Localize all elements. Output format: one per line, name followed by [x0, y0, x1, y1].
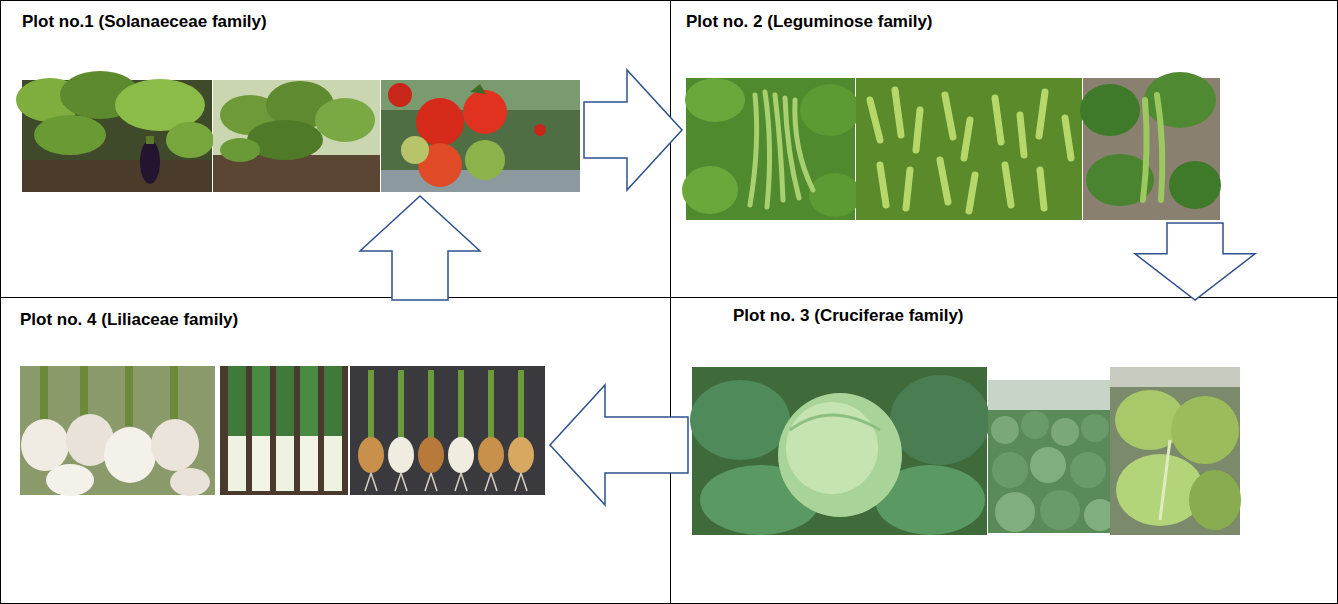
pea-pod-photo — [856, 78, 1082, 220]
kale-photo — [988, 380, 1116, 533]
bean-plant-photo — [1080, 72, 1221, 220]
eggplant-photo — [16, 71, 214, 192]
plot-title: Plot no. 3 (Cruciferae family) — [733, 306, 964, 326]
block-arrow — [550, 385, 688, 505]
bean-photo — [682, 78, 861, 220]
plot-box: Plot no.1 (Solanaeceae family) — [20, 8, 584, 196]
plot-box: Plot no. 2 (Leguminose family) — [682, 8, 1224, 223]
cabbage-photo — [690, 367, 990, 535]
block-arrow — [1135, 223, 1255, 300]
mustard-photo — [1110, 367, 1241, 535]
plot-title: Plot no.1 (Solanaeceae family) — [22, 12, 267, 32]
garlic-photo — [20, 366, 215, 496]
plot-box: Plot no. 4 (Liliaceae family) — [18, 300, 550, 498]
tomato-photo — [381, 80, 580, 192]
plot-title: Plot no. 2 (Leguminose family) — [686, 12, 933, 32]
plot-title: Plot no. 4 (Liliaceae family) — [20, 310, 238, 330]
block-arrow — [360, 196, 480, 300]
block-arrow — [584, 70, 682, 190]
onion-photo — [350, 366, 545, 495]
grid-line — [0, 297, 1338, 298]
potato-photo — [213, 80, 380, 192]
plot-box: Plot no. 3 (Cruciferae family) — [688, 300, 1244, 538]
leek-photo — [220, 366, 348, 495]
grid-line — [670, 0, 671, 604]
